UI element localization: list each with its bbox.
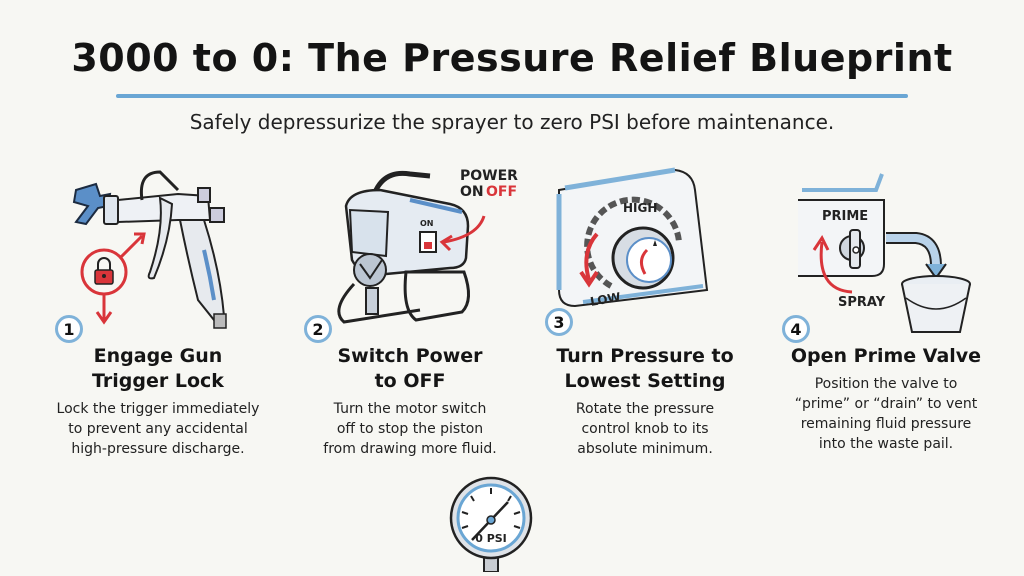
step-heading: Open Prime Valve <box>790 345 982 367</box>
step-description: Position the valve to “prime” or “drain”… <box>794 376 978 452</box>
step-heading: Turn Pressure to Lowest Setting <box>556 345 734 392</box>
pressure-knob-icon: HIGH LOW 3 <box>525 160 765 340</box>
high-label: HIGH <box>623 201 657 215</box>
power-off-label: OFF <box>486 184 517 200</box>
prime-valve-bucket-icon: PRIME SPRAY 4 <box>766 160 1006 343</box>
step-heading: Engage Gun Trigger Lock <box>92 345 224 392</box>
sprayer-power-switch-icon: ON POWER ON OFF 2 <box>290 160 530 343</box>
step-description: Lock the trigger immediately to prevent … <box>56 401 260 457</box>
gauge-label: 0 PSI <box>475 532 507 545</box>
power-label: POWER <box>460 168 518 184</box>
step-description: Rotate the pressure control knob to its … <box>575 401 715 457</box>
step-3: HIGH LOW 3 Turn Pressure to Lowest Setti… <box>525 160 765 459</box>
step-1: 1 Engage Gun Trigger Lock Lock the trigg… <box>38 160 278 459</box>
step-heading: Switch Power to OFF <box>337 345 483 392</box>
step-4: PRIME SPRAY 4 Open Prime Valve Position … <box>766 160 1006 454</box>
step-number-badge: 4 <box>782 315 810 343</box>
spray-gun-with-lock-icon: 1 <box>38 160 278 343</box>
step-number-badge: 1 <box>55 315 83 343</box>
step-2: ON POWER ON OFF 2 Switch Power to OFF Tu… <box>290 160 530 459</box>
prime-label: PRIME <box>822 209 868 224</box>
power-on-label: ON <box>460 184 484 200</box>
page-subtitle: Safely depressurize the sprayer to zero … <box>189 110 835 134</box>
pressure-gauge-icon: 0 PSI <box>446 476 536 573</box>
switch-on-label: ON <box>420 219 434 228</box>
step-number-badge: 2 <box>304 315 332 343</box>
step-number-badge: 3 <box>545 308 573 336</box>
spray-label: SPRAY <box>838 295 886 310</box>
step-description: Turn the motor switch off to stop the pi… <box>323 401 497 457</box>
page-title: 3000 to 0: The Pressure Relief Blueprint <box>71 36 953 80</box>
low-label: LOW <box>589 290 622 309</box>
title-underline <box>116 94 908 98</box>
